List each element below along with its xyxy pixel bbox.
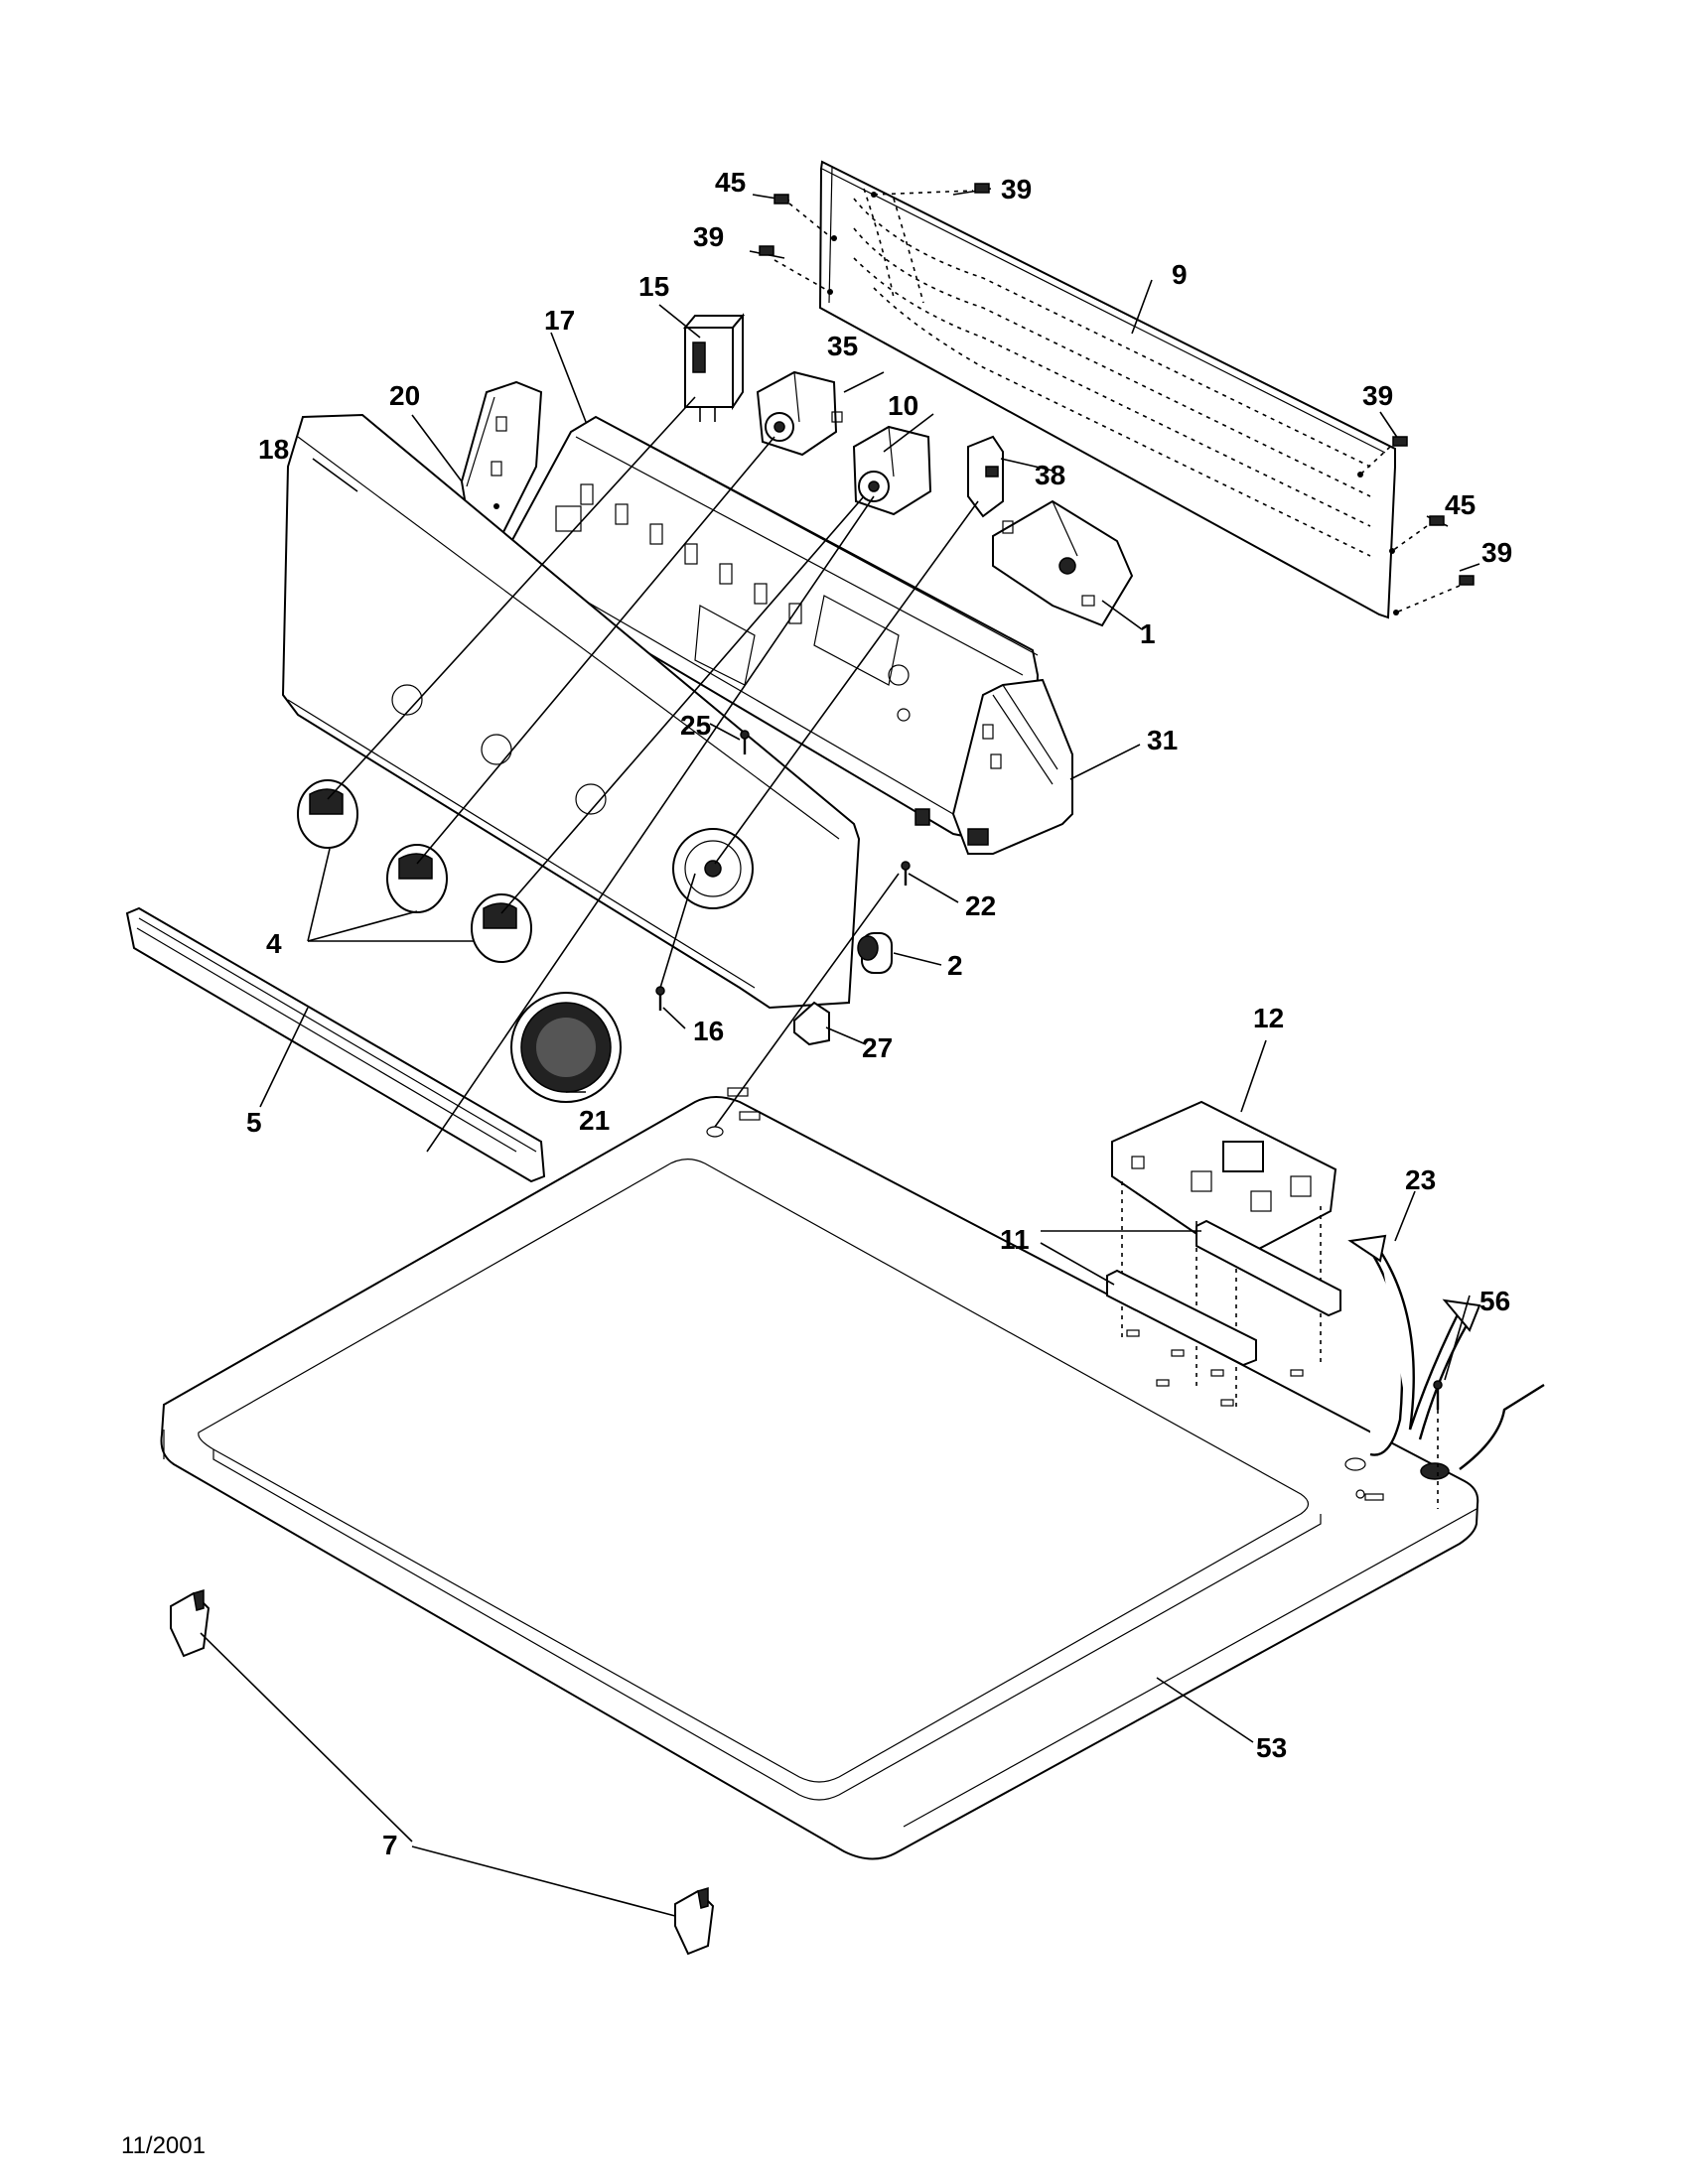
callout-39-right-bottom: 39: [1481, 537, 1512, 568]
callout-1: 1: [1140, 618, 1156, 649]
callout-27: 27: [862, 1032, 893, 1063]
part-23-wire-harness: [1347, 1234, 1545, 1470]
screw-45-top: [752, 194, 833, 239]
date-stamp: 11/2001: [121, 2132, 206, 2159]
leader-lines: [200, 279, 1471, 1917]
callout-9: 9: [1172, 259, 1188, 290]
callout-25: 25: [680, 710, 711, 741]
part-38-signal-module: [967, 435, 1004, 518]
part-35-timer: [756, 370, 843, 457]
callout-17: 17: [544, 305, 575, 336]
callout-38: 38: [1035, 460, 1065, 490]
callout-15: 15: [638, 271, 669, 302]
part-9-rear-panel: [818, 160, 1399, 619]
part-4-knob-2: [386, 844, 448, 913]
callout-56: 56: [1479, 1286, 1510, 1316]
screw-39-right-top: [1359, 411, 1408, 476]
callout-5: 5: [246, 1107, 262, 1138]
part-11-board-rail-upper: [1196, 1219, 1341, 1317]
part-15-push-switch: [682, 313, 746, 422]
callout-10: 10: [888, 390, 918, 421]
callout-7: 7: [382, 1830, 398, 1860]
part-22-screw: [901, 861, 911, 886]
part-10-selector-switch: [852, 425, 932, 516]
part-21-cycle-knob: [510, 992, 622, 1103]
part-4-knob-1: [297, 779, 358, 849]
callout-16: 16: [693, 1016, 724, 1046]
callout-22: 22: [965, 890, 996, 921]
callout-39-top: 39: [1001, 174, 1032, 205]
screw-39-left: [749, 245, 831, 293]
part-7-cover-clip-right: [674, 1886, 715, 1956]
part-2-bushing: [857, 932, 893, 974]
callout-45-top: 45: [715, 167, 746, 198]
callout-23: 23: [1405, 1164, 1436, 1195]
callout-39-left: 39: [693, 221, 724, 252]
callout-11: 11: [1000, 1224, 1030, 1255]
part-25-screw: [740, 730, 750, 754]
part-53-top-cover: [160, 1087, 1479, 1860]
screw-45-right: [1391, 515, 1449, 552]
part-12-control-board: [1111, 1100, 1337, 1410]
callout-39-right-top: 39: [1362, 380, 1393, 411]
callout-21: 21: [579, 1105, 610, 1136]
callout-12: 12: [1253, 1003, 1284, 1033]
callout-20: 20: [389, 380, 420, 411]
callout-53: 53: [1256, 1732, 1287, 1763]
callout-31: 31: [1147, 725, 1178, 755]
part-31-right-end-cap: [951, 678, 1073, 855]
part-16-screw: [655, 986, 665, 1011]
part-5-trim-strip: [125, 906, 546, 1183]
callout-2: 2: [947, 950, 963, 981]
part-27-clip: [793, 1001, 830, 1046]
part-18-control-panel: [281, 413, 861, 1010]
callout-labels: 1 2 4 5 7 9 10 11 12 15 16 17 18 20 21 2…: [246, 167, 1512, 1860]
screw-39-top: [873, 183, 992, 196]
part-7-cover-clip-left: [170, 1588, 211, 1658]
part-11-board-rail-lower: [1106, 1269, 1257, 1367]
callout-4: 4: [266, 928, 282, 959]
part-1-control-module: [992, 499, 1134, 627]
callout-18: 18: [258, 434, 289, 465]
part-56-ground-screw: [1433, 1380, 1443, 1509]
part-4-knob-3: [471, 893, 532, 963]
callout-45-right: 45: [1445, 489, 1476, 520]
callout-35: 35: [827, 331, 858, 361]
screw-39-right-bottom: [1395, 563, 1480, 614]
